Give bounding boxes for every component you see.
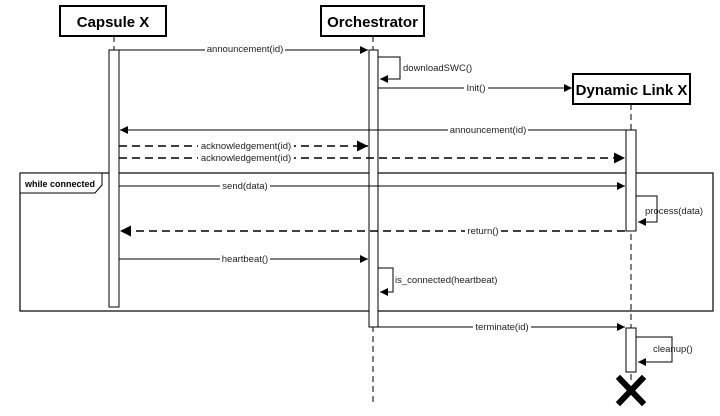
message-ack-1: acknowledgement(id) — [119, 140, 368, 152]
while-connected-frame — [19, 172, 714, 312]
init-label: Init() — [467, 83, 486, 94]
participant-dynamic-link[interactable]: Dynamic Link X — [572, 73, 691, 105]
announcement-2-label: announcement(id) — [450, 125, 527, 136]
ack-1-label: acknowledgement(id) — [201, 141, 291, 152]
message-download-swc: downloadSWC() — [378, 56, 472, 83]
participant-capsule[interactable]: Capsule X — [59, 5, 167, 37]
participant-dynamic-link-label: Dynamic Link X — [576, 82, 688, 99]
participant-orchestrator-label: Orchestrator — [327, 14, 418, 31]
message-announcement-2: announcement(id) — [120, 124, 626, 136]
send-label: send(data) — [222, 181, 267, 192]
dynamic-link-activation-1 — [625, 129, 637, 232]
participant-capsule-label: Capsule X — [77, 14, 150, 31]
message-ack-2: acknowledgement(id) — [119, 152, 625, 164]
message-cleanup: cleanup() — [636, 336, 693, 366]
message-heartbeat: heartbeat() — [119, 253, 368, 265]
message-announcement-1: announcement(id) — [119, 43, 368, 55]
is-connected-label: is_connected(heartbeat) — [395, 275, 497, 286]
message-return: return() — [119, 225, 625, 237]
ack-2-label: acknowledgement(id) — [201, 153, 291, 164]
message-init: Init() — [378, 82, 572, 94]
return-label: return() — [467, 226, 498, 237]
cleanup-label: cleanup() — [653, 344, 693, 355]
terminate-label: terminate(id) — [475, 322, 528, 333]
heartbeat-label: heartbeat() — [222, 254, 268, 265]
download-swc-label: downloadSWC() — [403, 63, 472, 74]
dynamic-link-activation-2 — [625, 327, 637, 373]
destroy-icon — [615, 374, 647, 407]
message-process: process(data) — [636, 195, 703, 226]
participant-orchestrator[interactable]: Orchestrator — [320, 5, 425, 37]
announcement-1-label: announcement(id) — [207, 44, 284, 55]
message-is-connected: is_connected(heartbeat) — [378, 267, 497, 296]
while-connected-label: while connected — [24, 179, 95, 189]
orchestrator-activation — [368, 49, 379, 328]
capsule-activation — [108, 49, 120, 308]
process-label: process(data) — [645, 206, 703, 217]
message-send: send(data) — [119, 180, 625, 192]
message-terminate: terminate(id) — [378, 321, 625, 333]
while-connected-tab — [19, 172, 103, 194]
